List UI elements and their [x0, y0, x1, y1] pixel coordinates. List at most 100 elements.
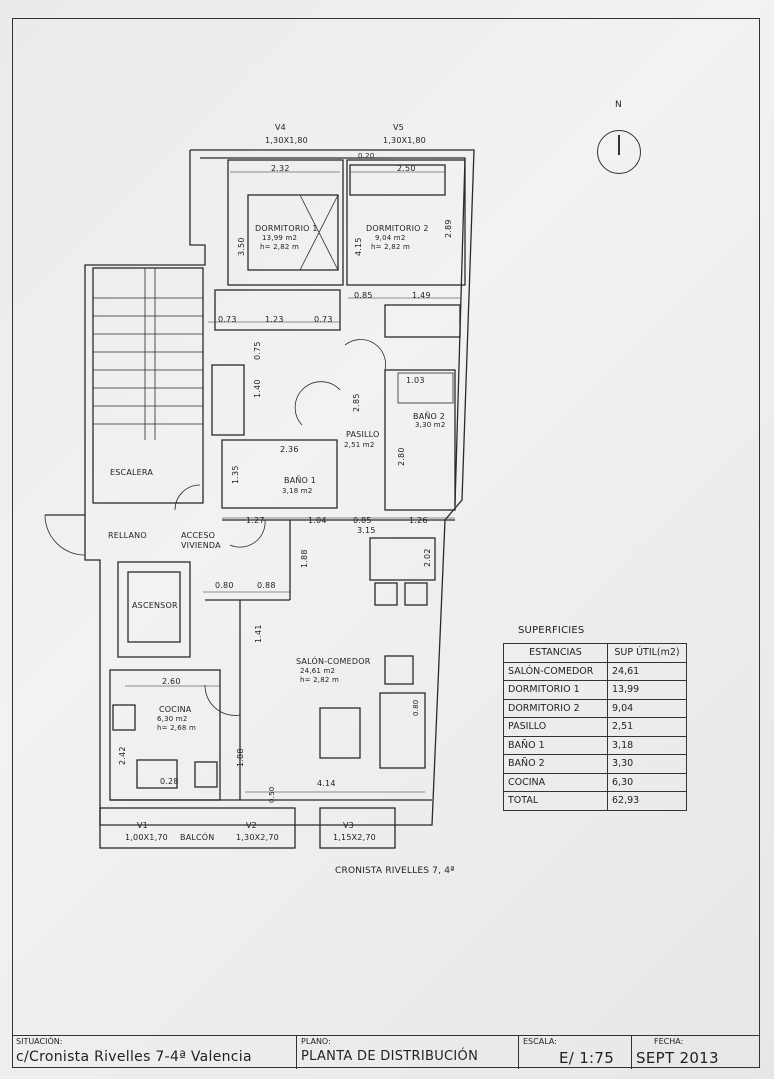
table-cell: BAÑO 1 — [503, 735, 608, 755]
dim-label: 0.50 — [268, 786, 276, 803]
window-v5-name: V5 — [393, 123, 404, 132]
dim-label: 2.85 — [352, 393, 361, 412]
dim-label: 2.32 — [271, 164, 290, 173]
room-bano1-area: 3,18 m2 — [282, 487, 313, 495]
dim-label: 2.50 — [397, 164, 416, 173]
dim-label: 4.14 — [317, 779, 336, 788]
dim-label: 0.85 — [353, 516, 372, 525]
north-label: N — [615, 100, 622, 110]
room-dormitorio1-area: 13,99 m2 — [262, 234, 298, 242]
room-dormitorio2-height: h= 2,82 m — [371, 243, 410, 251]
dim-label: 1.26 — [409, 516, 428, 525]
window-v2-name: V2 — [246, 821, 257, 830]
dim-label: 1.23 — [265, 315, 284, 324]
dim-label: 2.42 — [118, 746, 127, 765]
superficies-title: SUPERFICIES — [518, 625, 585, 636]
situacion-label: SITUACIÓN: — [16, 1037, 63, 1046]
dim-label: 0.85 — [354, 291, 373, 300]
dim-label: 1.40 — [253, 379, 262, 398]
plano-label: PLANO: — [301, 1037, 331, 1046]
dim-label: 2.36 — [280, 445, 299, 454]
escala-value: E/ 1:75 — [559, 1049, 615, 1067]
room-cocina-name: COCINA — [159, 705, 192, 714]
dim-label: 1.03 — [406, 376, 425, 385]
dim-label: 0.20 — [358, 152, 375, 160]
table-header: SUP ÚTIL(m2) — [607, 643, 687, 663]
window-v3-name: V3 — [343, 821, 354, 830]
situacion-value: c/Cronista Rivelles 7-4ª Valencia — [16, 1049, 252, 1065]
balcon-label: BALCÓN — [180, 833, 215, 842]
dim-label: 1.04 — [308, 516, 327, 525]
dim-label: 3.15 — [357, 526, 376, 535]
north-arrow-icon — [597, 130, 641, 174]
table-cell: 62,93 — [607, 791, 687, 811]
table-cell: 13,99 — [607, 680, 687, 700]
dim-label: 0.73 — [218, 315, 237, 324]
dim-label: 2.02 — [423, 548, 432, 567]
situacion-cell: SITUACIÓN: c/Cronista Rivelles 7-4ª Vale… — [12, 1036, 297, 1069]
ascensor-label: ASCENSOR — [132, 601, 178, 610]
dim-label: 1.88 — [300, 549, 309, 568]
room-cocina-height: h= 2,68 m — [157, 724, 196, 732]
fecha-value: SEPT 2013 — [636, 1049, 719, 1067]
address-caption: CRONISTA RIVELLES 7, 4ª — [335, 866, 455, 876]
table-cell: 6,30 — [607, 772, 687, 792]
drawing-frame — [12, 18, 760, 1068]
escala-label: ESCALA: — [523, 1037, 557, 1046]
room-pasillo-area: 2,51 m2 — [344, 441, 375, 449]
room-salon-name: SALÓN-COMEDOR — [296, 657, 371, 666]
room-bano2-name: BAÑO 2 — [413, 412, 446, 421]
window-v1-size: 1,00X1,70 — [125, 833, 168, 842]
table-cell: 24,61 — [607, 661, 687, 681]
dim-label: 0.80 — [412, 699, 420, 716]
room-bano2-area: 3,30 m2 — [415, 421, 446, 429]
window-v3-size: 1,15X2,70 — [333, 833, 376, 842]
dim-label: 0.88 — [257, 581, 276, 590]
table-header-row: ESTANCIAS SUP ÚTIL(m2) — [503, 643, 687, 663]
window-v4-name: V4 — [275, 123, 286, 132]
table-cell: PASILLO — [503, 717, 608, 737]
dim-label: 1.35 — [231, 465, 240, 484]
fecha-label: FECHA: — [654, 1037, 684, 1046]
dim-label: 0.75 — [253, 341, 262, 360]
room-dormitorio2-area: 9,04 m2 — [375, 234, 406, 242]
dim-label: 0.28 — [160, 777, 179, 786]
vivienda-label: VIVIENDA — [181, 541, 221, 550]
dim-label: 3.50 — [237, 237, 246, 256]
room-dormitorio1-height: h= 2,82 m — [260, 243, 299, 251]
table-cell: 3,30 — [607, 754, 687, 774]
dim-label: 0.80 — [215, 581, 234, 590]
plano-value: PLANTA DE DISTRIBUCIÓN — [301, 1049, 479, 1064]
table-cell: SALÓN-COMEDOR — [503, 661, 608, 681]
room-salon-area: 24,61 m2 — [300, 667, 336, 675]
plano-cell: PLANO: PLANTA DE DISTRIBUCIÓN — [297, 1036, 519, 1069]
dim-label: 1.88 — [236, 748, 245, 767]
table-cell: 2,51 — [607, 717, 687, 737]
table-cell: COCINA — [503, 772, 608, 792]
table-cell: DORMITORIO 1 — [503, 680, 608, 700]
room-dormitorio1-name: DORMITORIO 1 — [255, 224, 318, 233]
escala-cell: ESCALA: E/ 1:75 — [519, 1036, 632, 1069]
dim-label: 1.41 — [254, 624, 263, 643]
room-bano1-name: BAÑO 1 — [284, 476, 317, 485]
dim-label: 1.27 — [246, 516, 265, 525]
room-pasillo-name: PASILLO — [346, 430, 380, 439]
window-v4-size: 1,30X1,80 — [265, 136, 308, 145]
room-salon-height: h= 2,82 m — [300, 676, 339, 684]
dim-label: 2.89 — [444, 219, 453, 238]
table-cell: 9,04 — [607, 698, 687, 718]
table-header: ESTANCIAS — [503, 643, 608, 663]
table-cell: DORMITORIO 2 — [503, 698, 608, 718]
dim-label: 1.49 — [412, 291, 431, 300]
title-block: SITUACIÓN: c/Cronista Rivelles 7-4ª Vale… — [12, 1035, 760, 1069]
room-cocina-area: 6,30 m2 — [157, 715, 188, 723]
